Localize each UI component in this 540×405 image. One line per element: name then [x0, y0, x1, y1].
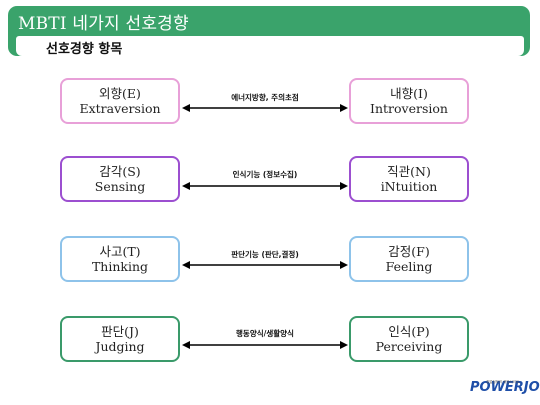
- box-thinking-ko: 사고(T): [99, 244, 141, 259]
- box-judging-en: Judging: [95, 339, 145, 354]
- box-judging: 판단(J) Judging: [60, 316, 180, 362]
- double-arrow-jp: [182, 341, 348, 349]
- subtitle-bar: 선호경향 항목: [16, 36, 524, 57]
- page-subtitle: 선호경향 항목: [46, 42, 123, 57]
- box-extraversion-en: Extraversion: [79, 101, 161, 116]
- box-feeling-en: Feeling: [385, 259, 433, 274]
- box-thinking-en: Thinking: [91, 259, 149, 274]
- double-arrow-ei: [182, 104, 348, 112]
- box-judging-ko: 판단(J): [101, 324, 139, 339]
- label-perception-function: 인식기능 (정보수집): [232, 170, 298, 179]
- box-sensing: 감각(S) Sensing: [60, 156, 180, 202]
- box-extraversion: 외향(E) Extraversion: [60, 78, 180, 124]
- box-feeling: 감정(F) Feeling: [349, 236, 469, 282]
- box-sensing-ko: 감각(S): [99, 164, 141, 179]
- box-perceiving-ko: 인식(P): [388, 324, 430, 339]
- box-feeling-ko: 감정(F): [388, 244, 430, 259]
- label-energy-direction: 에너지방향, 주의초점: [231, 93, 299, 102]
- box-intuition: 직관(N) iNtuition: [349, 156, 469, 202]
- page-title: MBTI 네가지 선호경향: [18, 14, 189, 34]
- box-thinking: 사고(T) Thinking: [60, 236, 180, 282]
- box-sensing-en: Sensing: [94, 179, 146, 194]
- box-perceiving: 인식(P) Perceiving: [349, 316, 469, 362]
- box-perceiving-en: Perceiving: [375, 339, 443, 354]
- powerjob-logo: POWERJOB: [470, 380, 540, 395]
- label-lifestyle: 행동양식/생활양식: [236, 329, 294, 338]
- powerjob-logo-tagline: 취업정보의 희망사이트: [486, 380, 520, 384]
- box-introversion-en: Introversion: [370, 101, 448, 116]
- double-arrow-sn: [182, 182, 348, 190]
- box-intuition-en: iNtuition: [380, 179, 438, 194]
- box-extraversion-ko: 외향(E): [99, 86, 141, 101]
- box-introversion: 내향(I) Introversion: [349, 78, 469, 124]
- box-introversion-ko: 내향(I): [390, 86, 428, 101]
- double-arrow-tf: [182, 261, 348, 269]
- title-banner: MBTI 네가지 선호경향 선호경향 항목: [8, 6, 530, 57]
- label-judgment-function: 판단기능 (판단,결정): [231, 250, 299, 259]
- box-intuition-ko: 직관(N): [387, 164, 431, 179]
